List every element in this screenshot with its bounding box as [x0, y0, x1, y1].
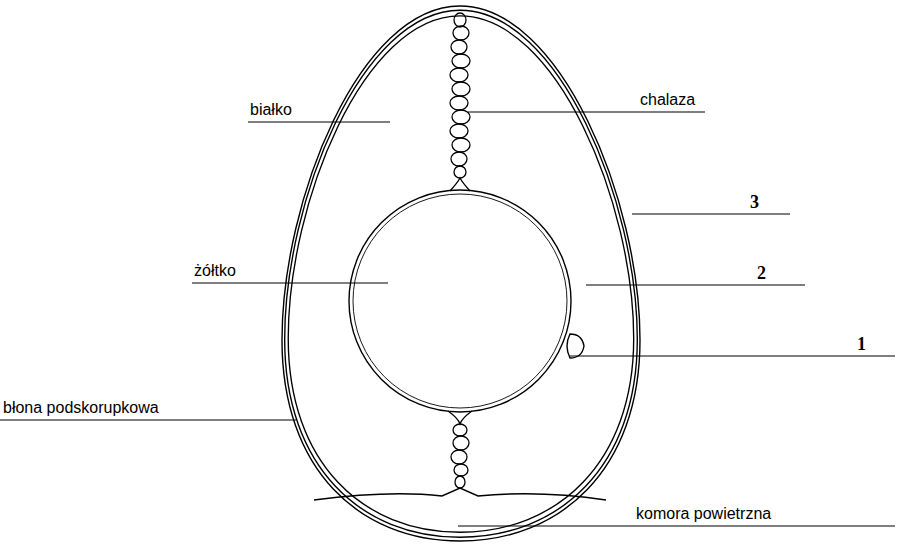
leader-line: [248, 121, 390, 122]
leader-line: [468, 111, 705, 112]
chalaza-twist: [452, 138, 470, 152]
chalaza-twist: [450, 96, 468, 110]
part-label: żółtko: [194, 262, 236, 280]
chalaza-base: [448, 411, 472, 424]
chalaza-twist: [451, 450, 467, 464]
leader-line: [570, 355, 895, 356]
egg-shell: [282, 6, 640, 541]
chalaza-twist: [454, 464, 468, 476]
part-label: białko: [250, 101, 292, 119]
part-label: komora powietrzna: [636, 505, 771, 523]
callout-number: 1: [857, 335, 866, 353]
chalaza-twist: [453, 436, 469, 450]
chalaza-twist: [451, 152, 467, 166]
part-label: chalaza: [640, 91, 695, 109]
air-chamber: [314, 488, 606, 500]
shell-membrane: [288, 16, 633, 532]
chalaza-twist: [455, 476, 465, 488]
leader-line: [458, 525, 895, 526]
shell-outer: [282, 6, 640, 541]
leader-line: [0, 419, 296, 420]
chalaza-twist: [452, 110, 470, 124]
shell-inner: [285, 10, 638, 537]
chalaza-twist: [452, 82, 470, 96]
leader-lines: [0, 112, 895, 526]
chalaza-twist: [450, 68, 468, 82]
chalaza-top: [450, 13, 470, 191]
leader-line: [632, 213, 790, 214]
leader-line: [192, 282, 388, 283]
chalaza-bottom: [448, 411, 472, 488]
chalaza-twist: [454, 13, 466, 27]
leader-line: [586, 284, 805, 285]
chalaza-twist: [450, 124, 468, 138]
yolk: [349, 190, 571, 412]
chalaza-twist: [451, 40, 467, 54]
chalaza-twist: [453, 26, 469, 40]
part-label: błona podskorupkowa: [3, 399, 159, 417]
callout-number: 2: [757, 264, 766, 282]
chalaza-twist: [452, 54, 470, 68]
chalaza-twist: [454, 166, 466, 178]
chalaza-twist: [453, 424, 467, 436]
germinal-disc: [567, 334, 584, 358]
callout-number: 3: [750, 193, 759, 211]
yolk-membrane: [353, 194, 567, 408]
chalaza-base: [450, 178, 470, 191]
